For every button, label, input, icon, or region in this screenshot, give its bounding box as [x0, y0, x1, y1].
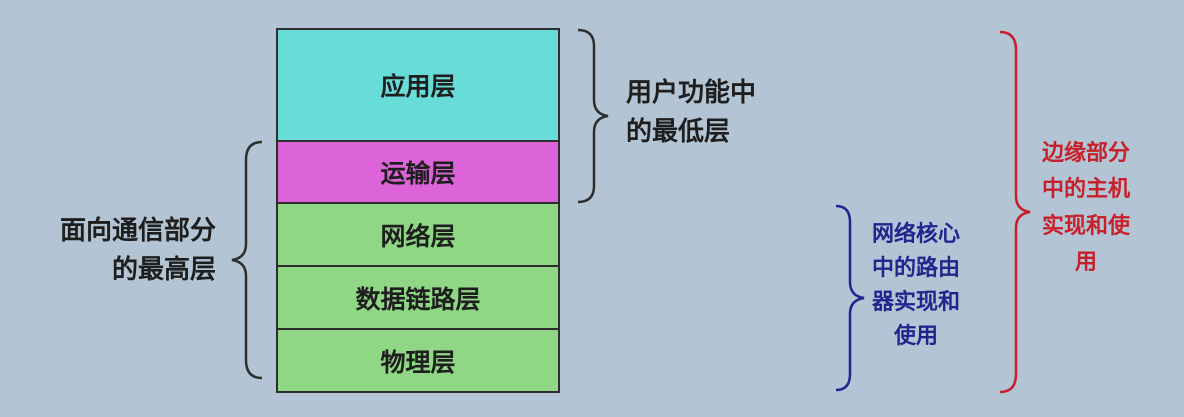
router-annotation-line-3: 器实现和: [872, 290, 961, 316]
left-annotation-line-1: 面向通信部分: [59, 216, 216, 246]
layer-transport: 运输层: [276, 141, 560, 204]
layer-network-label: 网络层: [380, 221, 456, 251]
layer-data-link: 数据链路层: [276, 266, 560, 330]
host-annotation: 边缘部分 中的主机 实现和使 用: [1042, 136, 1130, 281]
host-annotation-line-4: 用: [1075, 249, 1098, 275]
host-brace: [999, 30, 1031, 394]
top-right-annotation: 用户功能中 的最低层: [626, 74, 756, 152]
router-annotation-line-1: 网络核心: [872, 222, 961, 247]
layer-data-link-label: 数据链路层: [355, 284, 481, 314]
host-annotation-line-1: 边缘部分: [1042, 141, 1131, 166]
router-annotation: 网络核心 中的路由 器实现和 使用: [872, 218, 960, 354]
router-annotation-line-2: 中的路由: [872, 256, 961, 282]
top-right-brace: [577, 28, 609, 204]
router-annotation-line-4: 使用: [894, 324, 939, 350]
layer-physical: 物理层: [276, 329, 560, 393]
left-brace: [231, 140, 263, 380]
router-brace: [835, 204, 865, 392]
layer-application-label: 应用层: [380, 72, 456, 101]
top-right-annotation-line-1: 用户功能中: [626, 78, 757, 108]
left-annotation: 面向通信部分 的最高层: [16, 212, 216, 290]
layer-network: 网络层: [276, 203, 560, 267]
layer-application: 应用层: [276, 28, 560, 142]
host-annotation-line-2: 中的主机: [1042, 177, 1131, 203]
host-annotation-line-3: 实现和使: [1042, 213, 1131, 239]
left-annotation-line-2: 的最高层: [111, 255, 216, 285]
layer-physical-label: 物理层: [380, 347, 456, 377]
top-right-annotation-line-2: 的最低层: [626, 117, 731, 147]
layer-transport-label: 运输层: [380, 159, 456, 188]
